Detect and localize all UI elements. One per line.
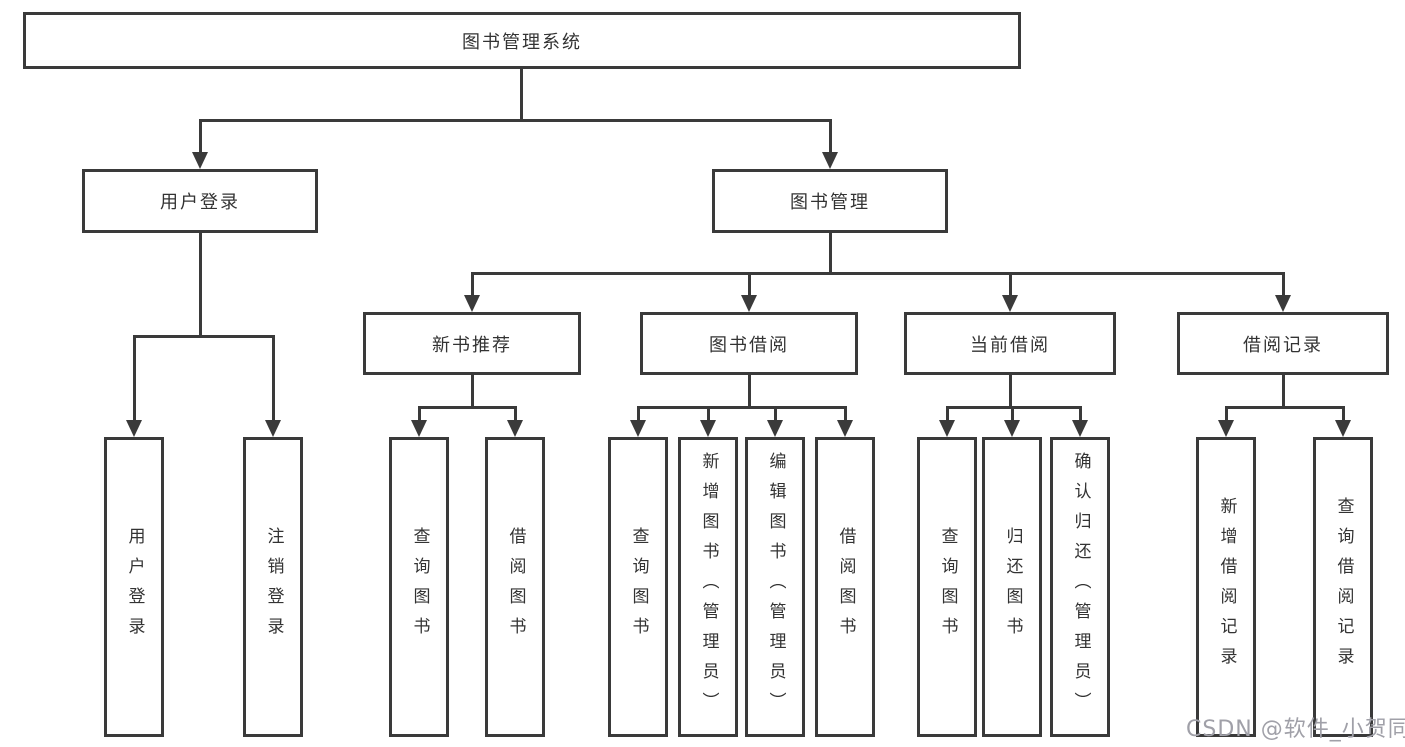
arrow-down-icon (939, 420, 955, 437)
connector-line (946, 406, 1082, 409)
connector-line (133, 335, 136, 422)
connector-line (418, 406, 517, 409)
leaf-label: 新增图书（管理员） (698, 452, 719, 722)
leaf-borrow-books-recommend: 借阅图书 (485, 437, 545, 737)
connector-line (844, 406, 847, 422)
connector-line (514, 406, 517, 422)
leaf-add-borrow-record: 新增借阅记录 (1196, 437, 1256, 737)
connector-line (1282, 374, 1285, 409)
connector-line (748, 272, 751, 298)
leaf-label: 确认归还（管理员） (1070, 452, 1091, 722)
connector-line (133, 335, 275, 338)
leaf-logout: 注销登录 (243, 437, 303, 737)
leaf-label: 用户登录 (124, 527, 145, 647)
watermark: CSDN @软件_小贺同学 (1186, 717, 1405, 742)
node-user-login: 用户登录 (82, 169, 318, 233)
connector-line (199, 119, 202, 154)
leaf-user-login: 用户登录 (104, 437, 164, 737)
arrow-down-icon (700, 420, 716, 437)
leaf-label: 借阅图书 (505, 527, 526, 647)
connector-line (946, 406, 949, 422)
connector-line (774, 406, 777, 422)
leaf-query-borrow-record: 查询借阅记录 (1313, 437, 1373, 737)
node-current-borrow: 当前借阅 (904, 312, 1116, 375)
connector-line (637, 406, 847, 409)
arrow-down-icon (1275, 295, 1291, 312)
connector-line (418, 406, 421, 422)
node-new-book-recommend: 新书推荐 (363, 312, 581, 375)
node-book-borrow: 图书借阅 (640, 312, 858, 375)
connector-line (199, 232, 202, 338)
leaf-label: 编辑图书（管理员） (765, 452, 786, 722)
leaf-edit-books-admin: 编辑图书（管理员） (745, 437, 805, 737)
connector-line (471, 272, 474, 298)
leaf-label: 查询图书 (409, 527, 430, 647)
connector-line (1282, 272, 1285, 298)
leaf-query-books-borrow: 查询图书 (608, 437, 668, 737)
node-library-system: 图书管理系统 (23, 12, 1021, 69)
node-book-management: 图书管理 (712, 169, 948, 233)
connector-line (1009, 272, 1012, 298)
leaf-label: 查询图书 (628, 527, 649, 647)
arrow-down-icon (741, 295, 757, 312)
arrow-down-icon (822, 152, 838, 169)
arrow-down-icon (411, 420, 427, 437)
arrow-down-icon (1002, 295, 1018, 312)
arrow-down-icon (767, 420, 783, 437)
leaf-confirm-return-admin: 确认归还（管理员） (1050, 437, 1110, 737)
leaf-label: 归还图书 (1002, 527, 1023, 647)
connector-line (1009, 374, 1012, 409)
connector-line (1079, 406, 1082, 422)
leaf-query-books-recommend: 查询图书 (389, 437, 449, 737)
connector-line (520, 67, 523, 120)
connector-line (471, 374, 474, 409)
connector-line (637, 406, 640, 422)
node-borrow-records: 借阅记录 (1177, 312, 1389, 375)
connector-line (272, 335, 275, 422)
connector-line (1011, 406, 1014, 422)
arrow-down-icon (837, 420, 853, 437)
connector-line (748, 374, 751, 409)
leaf-label: 注销登录 (263, 527, 284, 647)
arrow-down-icon (1218, 420, 1234, 437)
arrow-down-icon (1004, 420, 1020, 437)
leaf-return-books: 归还图书 (982, 437, 1042, 737)
arrow-down-icon (126, 420, 142, 437)
connector-line (1225, 406, 1345, 409)
connector-line (707, 406, 710, 422)
arrow-down-icon (192, 152, 208, 169)
leaf-label: 查询图书 (937, 527, 958, 647)
connector-line (829, 119, 832, 154)
leaf-add-books-admin: 新增图书（管理员） (678, 437, 738, 737)
arrow-down-icon (630, 420, 646, 437)
leaf-label: 查询借阅记录 (1333, 497, 1354, 677)
connector-line (471, 272, 1285, 275)
connector-line (1342, 406, 1345, 422)
arrow-down-icon (507, 420, 523, 437)
leaf-borrow-books: 借阅图书 (815, 437, 875, 737)
arrow-down-icon (1335, 420, 1351, 437)
arrow-down-icon (265, 420, 281, 437)
leaf-label: 借阅图书 (835, 527, 856, 647)
leaf-label: 新增借阅记录 (1216, 497, 1237, 677)
connector-line (199, 119, 832, 122)
arrow-down-icon (464, 295, 480, 312)
connector-line (829, 232, 832, 275)
connector-line (1225, 406, 1228, 422)
leaf-query-books-current: 查询图书 (917, 437, 977, 737)
arrow-down-icon (1072, 420, 1088, 437)
